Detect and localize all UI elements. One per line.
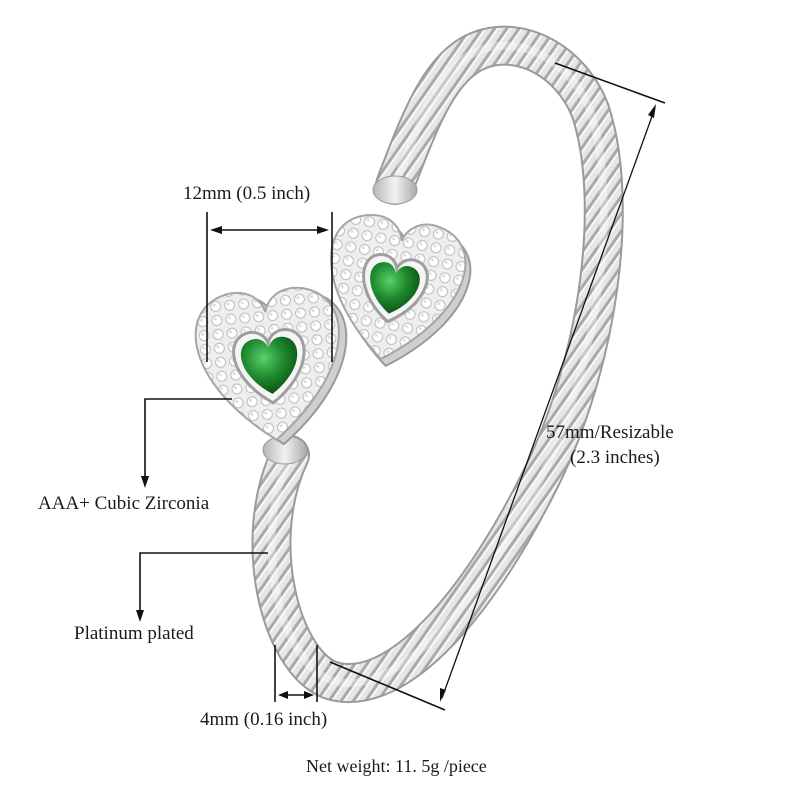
wire-thickness-label: 4mm (0.16 inch) (200, 709, 328, 730)
arrowhead-icon (141, 476, 149, 488)
arrowhead-icon (304, 691, 314, 699)
arrowhead-icon (210, 226, 222, 234)
arrowhead-icon (648, 104, 656, 118)
length-guide-bottom (329, 661, 446, 711)
end-cap-top (372, 175, 418, 205)
green-heart-stone-upper (370, 262, 420, 314)
green-heart-stone-lower (240, 336, 298, 394)
stone-type-label: AAA+ Cubic Zirconia (38, 493, 210, 514)
size-inches-label: (2.3 inches) (570, 447, 660, 468)
plating-leader-line (139, 552, 268, 614)
arrowhead-icon (278, 691, 288, 699)
heart-charm-lower (194, 286, 348, 446)
heart-width-label: 12mm (0.5 inch) (183, 183, 311, 204)
dimension-lines (136, 62, 666, 711)
arrowhead-icon (317, 226, 329, 234)
heart-charm-upper (330, 213, 472, 368)
length-guide-top (554, 62, 666, 104)
size-label: 57mm/Resizable (546, 422, 674, 443)
bangle-wire (251, 25, 624, 703)
net-weight-label: Net weight: 11. 5g /piece (306, 756, 487, 776)
stones-leader-line (144, 398, 232, 480)
arrowhead-icon (440, 688, 446, 702)
length-arrow (441, 107, 656, 699)
plating-label: Platinum plated (74, 623, 194, 644)
arrowhead-icon (136, 610, 144, 622)
